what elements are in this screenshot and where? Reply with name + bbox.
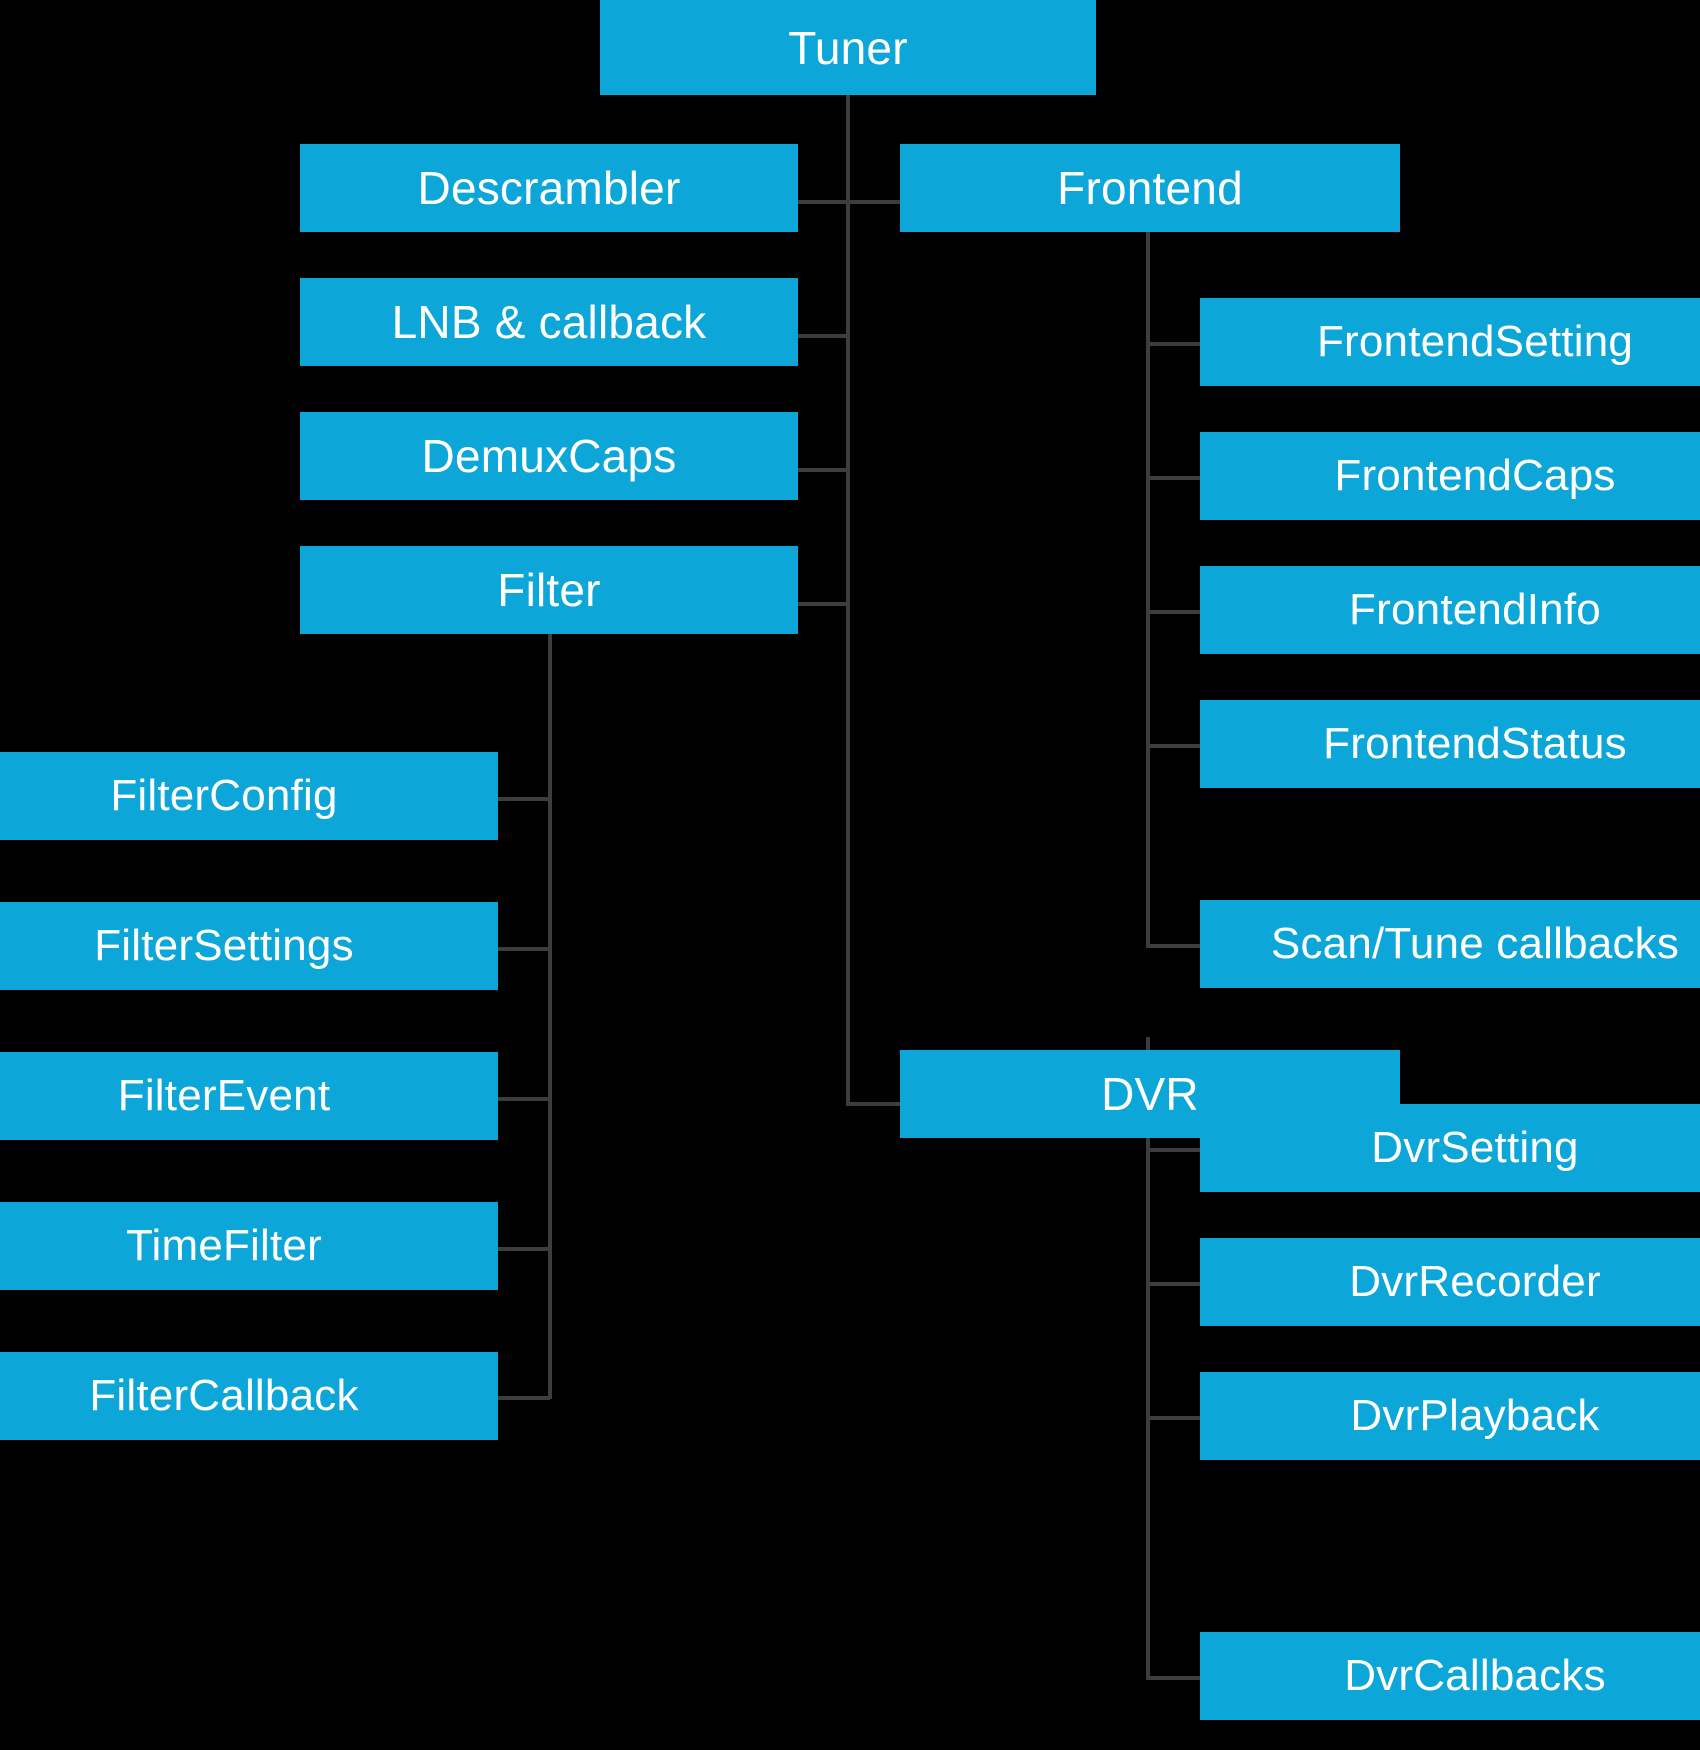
node-timefilter[interactable]: TimeFilter [0,1202,498,1290]
node-filterconfig[interactable]: FilterConfig [0,752,498,840]
node-label: FilterEvent [117,1071,331,1120]
edge-frontend-frontendsetting [1146,342,1202,346]
node-tuner[interactable]: Tuner [600,0,1096,95]
node-scantune-callbacks[interactable]: Scan/Tune callbacks [1200,900,1700,988]
edge-filter-filtersettings [498,947,550,951]
node-label: LNB & callback [391,296,707,348]
node-filter[interactable]: Filter [300,546,798,634]
node-filterevent[interactable]: FilterEvent [0,1052,498,1140]
node-descrambler[interactable]: Descrambler [300,144,798,232]
edge-tuner-frontend [846,200,901,204]
edge-tuner-trunk [846,95,850,1105]
node-label: DvrCallbacks [1344,1651,1606,1700]
edge-dvr-dvrplayback [1146,1416,1202,1420]
node-label: DvrPlayback [1350,1391,1600,1440]
node-label: TimeFilter [126,1221,322,1270]
node-label: DvrRecorder [1349,1257,1601,1306]
edge-filter-trunk [548,631,552,1399]
edge-dvr-dvrsetting [1146,1148,1202,1152]
edge-dvr-trunk [1146,1037,1150,1680]
node-label: FrontendSetting [1316,317,1634,366]
node-label: Frontend [1057,162,1243,214]
node-label: Tuner [788,21,908,74]
node-label: Scan/Tune callbacks [1270,919,1680,968]
node-label: DvrSetting [1371,1123,1579,1172]
edge-filter-filtercallback [498,1396,550,1400]
node-dvrrecorder[interactable]: DvrRecorder [1200,1238,1700,1326]
node-label: Filter [497,564,601,616]
node-frontend[interactable]: Frontend [900,144,1400,232]
edge-tuner-demuxcaps [798,468,848,472]
node-dvrcallbacks[interactable]: DvrCallbacks [1200,1632,1700,1720]
node-dvrplayback[interactable]: DvrPlayback [1200,1372,1700,1460]
edge-filter-filterconfig [498,797,550,801]
node-label: FrontendStatus [1323,719,1627,768]
node-label: FilterSettings [94,921,354,970]
node-frontendsetting[interactable]: FrontendSetting [1200,298,1700,386]
node-frontendinfo[interactable]: FrontendInfo [1200,566,1700,654]
node-frontendstatus[interactable]: FrontendStatus [1200,700,1700,788]
node-filtercallback[interactable]: FilterCallback [0,1352,498,1440]
node-label: Descrambler [417,162,681,214]
edge-tuner-dvr [846,1102,901,1106]
node-label: FrontendCaps [1334,451,1616,500]
edge-frontend-frontendinfo [1146,610,1202,614]
node-label: DVR [1101,1068,1199,1120]
edge-filter-timefilter [498,1247,550,1251]
edge-frontend-frontendstatus [1146,744,1202,748]
edge-tuner-filter [798,602,848,606]
edge-dvr-dvrrecorder [1146,1282,1202,1286]
edge-frontend-frontendcaps [1146,476,1202,480]
edge-filter-filterevent [498,1097,550,1101]
edge-tuner-descrambler [798,200,848,204]
node-dvrsetting[interactable]: DvrSetting [1200,1104,1700,1192]
edge-frontend-trunk [1146,230,1150,946]
node-label: DemuxCaps [421,430,677,482]
node-frontendcaps[interactable]: FrontendCaps [1200,432,1700,520]
node-demuxcaps[interactable]: DemuxCaps [300,412,798,500]
edge-dvr-dvrcallbacks [1146,1676,1202,1680]
node-label: FilterCallback [89,1371,359,1420]
node-label: FilterConfig [110,771,338,820]
node-filtersettings[interactable]: FilterSettings [0,902,498,990]
edge-frontend-scantune [1146,944,1202,948]
edge-tuner-lnb [798,334,848,338]
node-label: FrontendInfo [1349,585,1601,634]
node-lnb-callback[interactable]: LNB & callback [300,278,798,366]
